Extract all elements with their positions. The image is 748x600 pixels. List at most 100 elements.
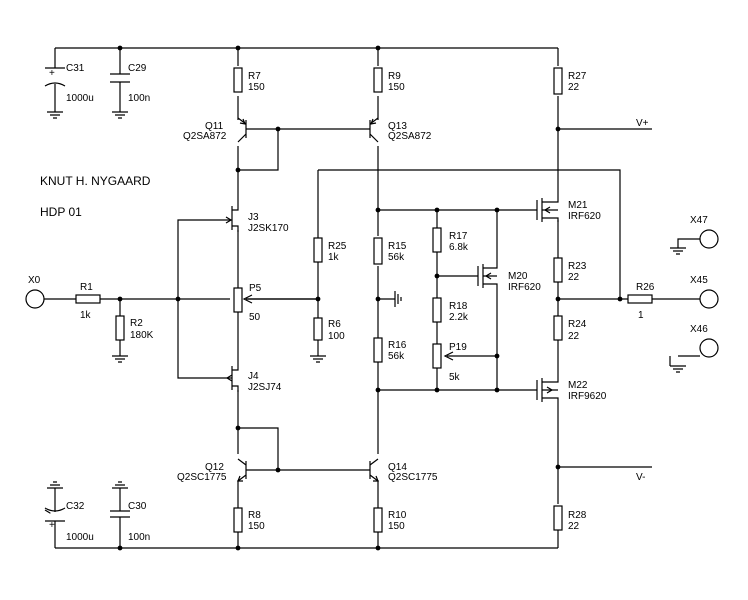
r16-ref: R16 bbox=[388, 340, 407, 351]
transistor-q12: Q12 Q2SC1775 bbox=[177, 458, 247, 483]
r1-ref: R1 bbox=[80, 282, 93, 293]
r7-value: 150 bbox=[248, 82, 265, 93]
jfet-j4: J4 J2SJ74 bbox=[225, 364, 282, 393]
r17-ref: R17 bbox=[449, 231, 468, 242]
capacitor-c29: C29 100n bbox=[110, 63, 150, 104]
q13-ref: Q13 bbox=[388, 121, 407, 132]
r17-value: 6.8k bbox=[449, 242, 469, 253]
r15-ref: R15 bbox=[388, 241, 407, 252]
r2-ref: R2 bbox=[130, 318, 143, 329]
transistor-q14: Q14 Q2SC1775 bbox=[369, 458, 438, 483]
resistor-r7: R7 150 bbox=[233, 67, 265, 93]
r10-value: 150 bbox=[388, 521, 405, 532]
p19-value: 5k bbox=[449, 372, 461, 383]
c31-ref: C31 bbox=[66, 63, 85, 74]
resistor-r6: R6 100 bbox=[313, 317, 345, 342]
p19-ref: P19 bbox=[449, 342, 467, 353]
resistor-r18: R18 2.2k bbox=[432, 297, 469, 323]
m22-part: IRF9620 bbox=[568, 391, 607, 402]
r8-ref: R8 bbox=[248, 510, 261, 521]
r28-ref: R28 bbox=[568, 510, 587, 521]
r23-value: 22 bbox=[568, 272, 580, 283]
resistor-r28: R28 22 bbox=[553, 505, 587, 532]
x47-label: X47 bbox=[690, 215, 708, 226]
c30-value: 100n bbox=[128, 532, 150, 543]
author-label: KNUT H. NYGAARD bbox=[40, 174, 151, 188]
resistor-r17: R17 6.8k bbox=[432, 227, 469, 253]
r9-value: 150 bbox=[388, 82, 405, 93]
resistor-r10: R10 150 bbox=[373, 507, 407, 533]
resistor-r8: R8 150 bbox=[233, 507, 265, 533]
r6-ref: R6 bbox=[328, 319, 341, 330]
project-label: HDP 01 bbox=[40, 205, 82, 219]
connector-x0: X0 bbox=[25, 275, 45, 309]
rail-negative-label: V- bbox=[636, 472, 645, 483]
j3-ref: J3 bbox=[248, 212, 259, 223]
resistor-r15: R15 56k bbox=[373, 237, 407, 265]
ground-symbols bbox=[47, 111, 686, 489]
m21-part: IRF620 bbox=[568, 211, 601, 222]
resistor-r9: R9 150 bbox=[373, 67, 405, 93]
resistor-r23: R23 22 bbox=[553, 257, 587, 283]
resistor-r26: R26 1 bbox=[627, 282, 655, 321]
resistor-r24: R24 22 bbox=[553, 315, 587, 342]
junctions bbox=[117, 45, 623, 551]
r15-value: 56k bbox=[388, 252, 405, 263]
connector-x45: X45 bbox=[690, 275, 719, 309]
m22-ref: M22 bbox=[568, 380, 588, 391]
transistor-q13: Q13 Q2SA872 bbox=[369, 117, 432, 143]
r16-value: 56k bbox=[388, 351, 405, 362]
q13-part: Q2SA872 bbox=[388, 131, 432, 142]
r24-value: 22 bbox=[568, 331, 580, 342]
r9-ref: R9 bbox=[388, 71, 401, 82]
r18-ref: R18 bbox=[449, 301, 468, 312]
r27-ref: R27 bbox=[568, 71, 587, 82]
r25-ref: R25 bbox=[328, 241, 347, 252]
resistor-r1: R1 1k bbox=[75, 282, 101, 321]
r23-ref: R23 bbox=[568, 261, 587, 272]
r26-value: 1 bbox=[638, 310, 644, 321]
p5-ref: P5 bbox=[249, 283, 262, 294]
x46-label: X46 bbox=[690, 324, 708, 335]
q14-part: Q2SC1775 bbox=[388, 472, 438, 483]
mosfet-m20: M20 IRF620 bbox=[477, 262, 541, 293]
x45-label: X45 bbox=[690, 275, 708, 286]
j3-part: J2SK170 bbox=[248, 223, 289, 234]
potentiometer-p5: P5 50 bbox=[233, 283, 318, 323]
resistor-r27: R27 22 bbox=[553, 67, 587, 95]
transistor-q11: Q11 Q2SA872 bbox=[183, 117, 247, 143]
x0-label: X0 bbox=[28, 275, 41, 286]
r24-ref: R24 bbox=[568, 319, 587, 330]
r28-value: 22 bbox=[568, 521, 580, 532]
connector-x46: X46 bbox=[690, 324, 719, 358]
q12-ref: Q12 bbox=[205, 462, 224, 473]
r6-value: 100 bbox=[328, 331, 345, 342]
c31-value: 1000u bbox=[66, 93, 94, 104]
r26-ref: R26 bbox=[636, 282, 655, 293]
potentiometer-p19: P19 5k bbox=[432, 342, 467, 383]
r1-value: 1k bbox=[80, 310, 92, 321]
r2-value: 180K bbox=[130, 330, 154, 341]
c30-ref: C30 bbox=[128, 501, 147, 512]
resistor-r25: R25 1k bbox=[313, 237, 347, 263]
r27-value: 22 bbox=[568, 82, 580, 93]
j4-part: J2SJ74 bbox=[248, 382, 282, 393]
capacitor-c32: + C32 1000u bbox=[44, 501, 94, 543]
resistor-r16: R16 56k bbox=[373, 337, 407, 363]
svg-text:+: + bbox=[49, 68, 55, 79]
c29-value: 100n bbox=[128, 93, 150, 104]
m20-ref: M20 bbox=[508, 271, 528, 282]
r7-ref: R7 bbox=[248, 71, 261, 82]
r18-value: 2.2k bbox=[449, 312, 469, 323]
c29-ref: C29 bbox=[128, 63, 147, 74]
r25-value: 1k bbox=[328, 252, 340, 263]
mosfet-m22: M22 IRF9620 bbox=[536, 378, 607, 402]
m21-ref: M21 bbox=[568, 200, 588, 211]
j4-ref: J4 bbox=[248, 371, 259, 382]
m20-part: IRF620 bbox=[508, 282, 541, 293]
c32-value: 1000u bbox=[66, 532, 94, 543]
p5-value: 50 bbox=[249, 312, 261, 323]
q11-ref: Q11 bbox=[205, 121, 224, 132]
